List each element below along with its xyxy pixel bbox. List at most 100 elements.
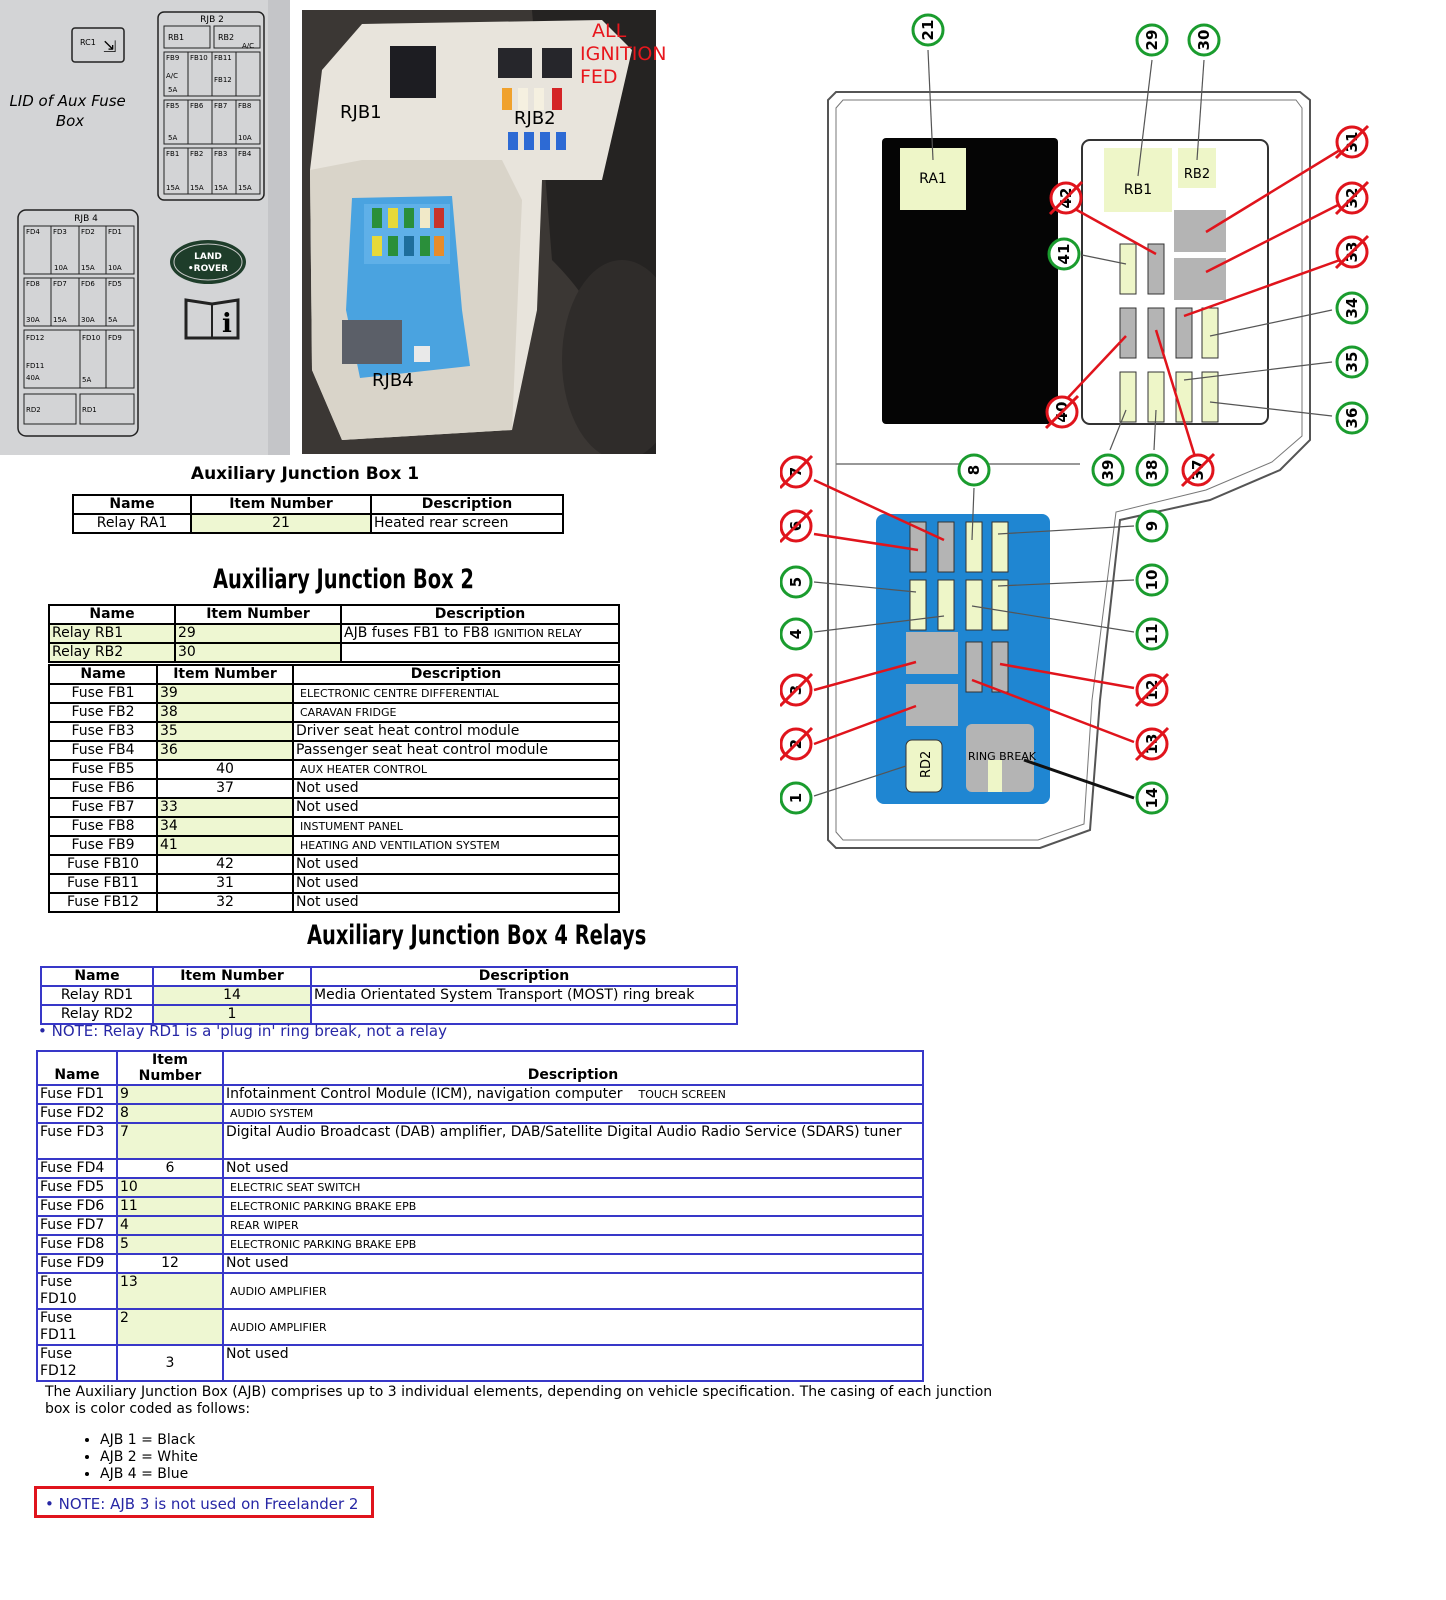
rjb1-photo-label: RJB1	[340, 102, 382, 123]
cell-desc	[340, 642, 620, 663]
svg-text:5A: 5A	[108, 316, 117, 324]
svg-text:30A: 30A	[81, 316, 95, 324]
cell-item: 38	[156, 702, 294, 723]
svg-text:35: 35	[1343, 352, 1361, 373]
table-header-row: Name Item Number Description	[36, 1050, 924, 1086]
cell-name: Relay RB1	[48, 623, 176, 644]
callout-1: 1	[780, 781, 813, 815]
svg-text:FD2: FD2	[81, 228, 95, 236]
manual-book-icon: i	[184, 298, 240, 340]
svg-text:10: 10	[1143, 570, 1161, 591]
cell-item: 1	[152, 1004, 312, 1025]
svg-text:FB11: FB11	[214, 54, 232, 62]
svg-text:A/C: A/C	[166, 72, 178, 80]
svg-text:LID of Aux Fuse Box: LID of Aux Fuse Box	[9, 92, 130, 130]
aux-fuse-box-lid-image: RC1 ⇲ LID of Aux Fuse Box RJB 2 RB1 RB2 …	[0, 0, 290, 455]
cell-item: 33	[156, 797, 294, 818]
desc-extra: TOUCH SCREEN	[638, 1088, 726, 1101]
svg-text:5A: 5A	[168, 86, 177, 94]
cell-desc: Not used	[292, 797, 620, 818]
svg-text:FD12: FD12	[26, 334, 44, 342]
list-item: AJB 4 = Blue	[100, 1466, 198, 1483]
cell-item: 21	[190, 513, 372, 534]
header-name: Name	[72, 494, 192, 515]
cell-name: Fuse FB12	[48, 892, 158, 913]
lid-drawing: RC1 ⇲ LID of Aux Fuse Box RJB 2 RB1 RB2 …	[0, 0, 290, 455]
ra1-label: RA1	[919, 171, 947, 187]
svg-text:39: 39	[1099, 460, 1117, 481]
cell-name: Fuse FB11	[48, 873, 158, 894]
svg-text:FB6: FB6	[190, 102, 204, 110]
cell-name: Fuse FD4	[36, 1158, 118, 1179]
svg-text:9: 9	[1143, 521, 1161, 531]
cell-name: Fuse FB9	[48, 835, 158, 856]
callout-13: 13	[1134, 726, 1170, 762]
cell-desc: Not used	[292, 892, 620, 913]
rb2-lid-label: RB2	[218, 33, 234, 42]
cell-desc: Driver seat heat control module	[292, 721, 620, 742]
callout-30: 30	[1187, 23, 1221, 57]
red-note-line1: ALL	[592, 20, 627, 42]
svg-text:1: 1	[787, 793, 805, 803]
cell-desc: Not used	[292, 854, 620, 875]
svg-text:⇲: ⇲	[103, 37, 116, 56]
cell-item: 7	[116, 1122, 224, 1160]
callout-2: 2	[780, 726, 814, 762]
callout-6: 6	[780, 508, 814, 544]
header-desc: Description	[292, 664, 620, 685]
cell-desc: ELECTRONIC PARKING BRAKE EPB	[222, 1234, 924, 1255]
callout-10: 10	[1135, 563, 1169, 597]
cell-desc: Heated rear screen	[370, 513, 564, 534]
table-header-row: Name Item Number Description	[72, 494, 564, 515]
cell-name: Fuse FD9	[36, 1253, 118, 1274]
cell-name: Fuse FD1	[36, 1084, 118, 1105]
list-item: AJB 1 = Black	[100, 1432, 198, 1449]
cell-desc: Passenger seat heat control module	[292, 740, 620, 761]
cell-name: Fuse FB8	[48, 816, 158, 837]
svg-text:14: 14	[1143, 788, 1161, 809]
svg-text:21: 21	[919, 20, 937, 41]
cell-item: 35	[156, 721, 294, 742]
table-row: Relay RA1 21 Heated rear screen	[72, 513, 564, 534]
cell-item: 41	[156, 835, 294, 856]
svg-text:15A: 15A	[238, 184, 252, 192]
cell-name: Fuse FD2	[36, 1103, 118, 1124]
callout-40: 40	[1044, 394, 1080, 430]
cell-name: Fuse FB10	[48, 854, 158, 875]
relay-desc-main: AJB fuses FB1 to FB8	[344, 625, 490, 641]
svg-text:5: 5	[787, 577, 805, 587]
callout-4: 4	[780, 617, 813, 651]
svg-text:30: 30	[1195, 30, 1213, 51]
header-desc: Description	[222, 1050, 924, 1086]
svg-text:5A: 5A	[82, 376, 91, 384]
cell-desc: ELECTRONIC CENTRE DIFFERENTIAL	[292, 683, 620, 704]
cell-desc: AUDIO AMPLIFIER	[222, 1272, 924, 1310]
svg-text:15A: 15A	[53, 316, 67, 324]
callout-3: 3	[780, 672, 814, 708]
header-item: Item Number	[174, 604, 342, 625]
svg-text:FD6: FD6	[81, 280, 95, 288]
cell-desc: Media Orientated System Transport (MOST)…	[310, 985, 738, 1006]
header-desc: Description	[310, 966, 738, 987]
svg-text:FB7: FB7	[214, 102, 227, 110]
cell-name: Fuse FD12	[36, 1344, 118, 1382]
callout-39: 39	[1091, 453, 1125, 487]
ajb-color-list: AJB 1 = Black AJB 2 = White AJB 4 = Blue	[45, 1432, 198, 1483]
header-name: Name	[48, 604, 176, 625]
svg-text:FB8: FB8	[238, 102, 251, 110]
cell-name: Fuse FD6	[36, 1196, 118, 1217]
svg-text:FD8: FD8	[26, 280, 40, 288]
callout-34: 34	[1335, 291, 1369, 325]
rb2-sub-label: A/C	[242, 42, 254, 50]
rjb2-photo-label: RJB2	[514, 108, 556, 129]
